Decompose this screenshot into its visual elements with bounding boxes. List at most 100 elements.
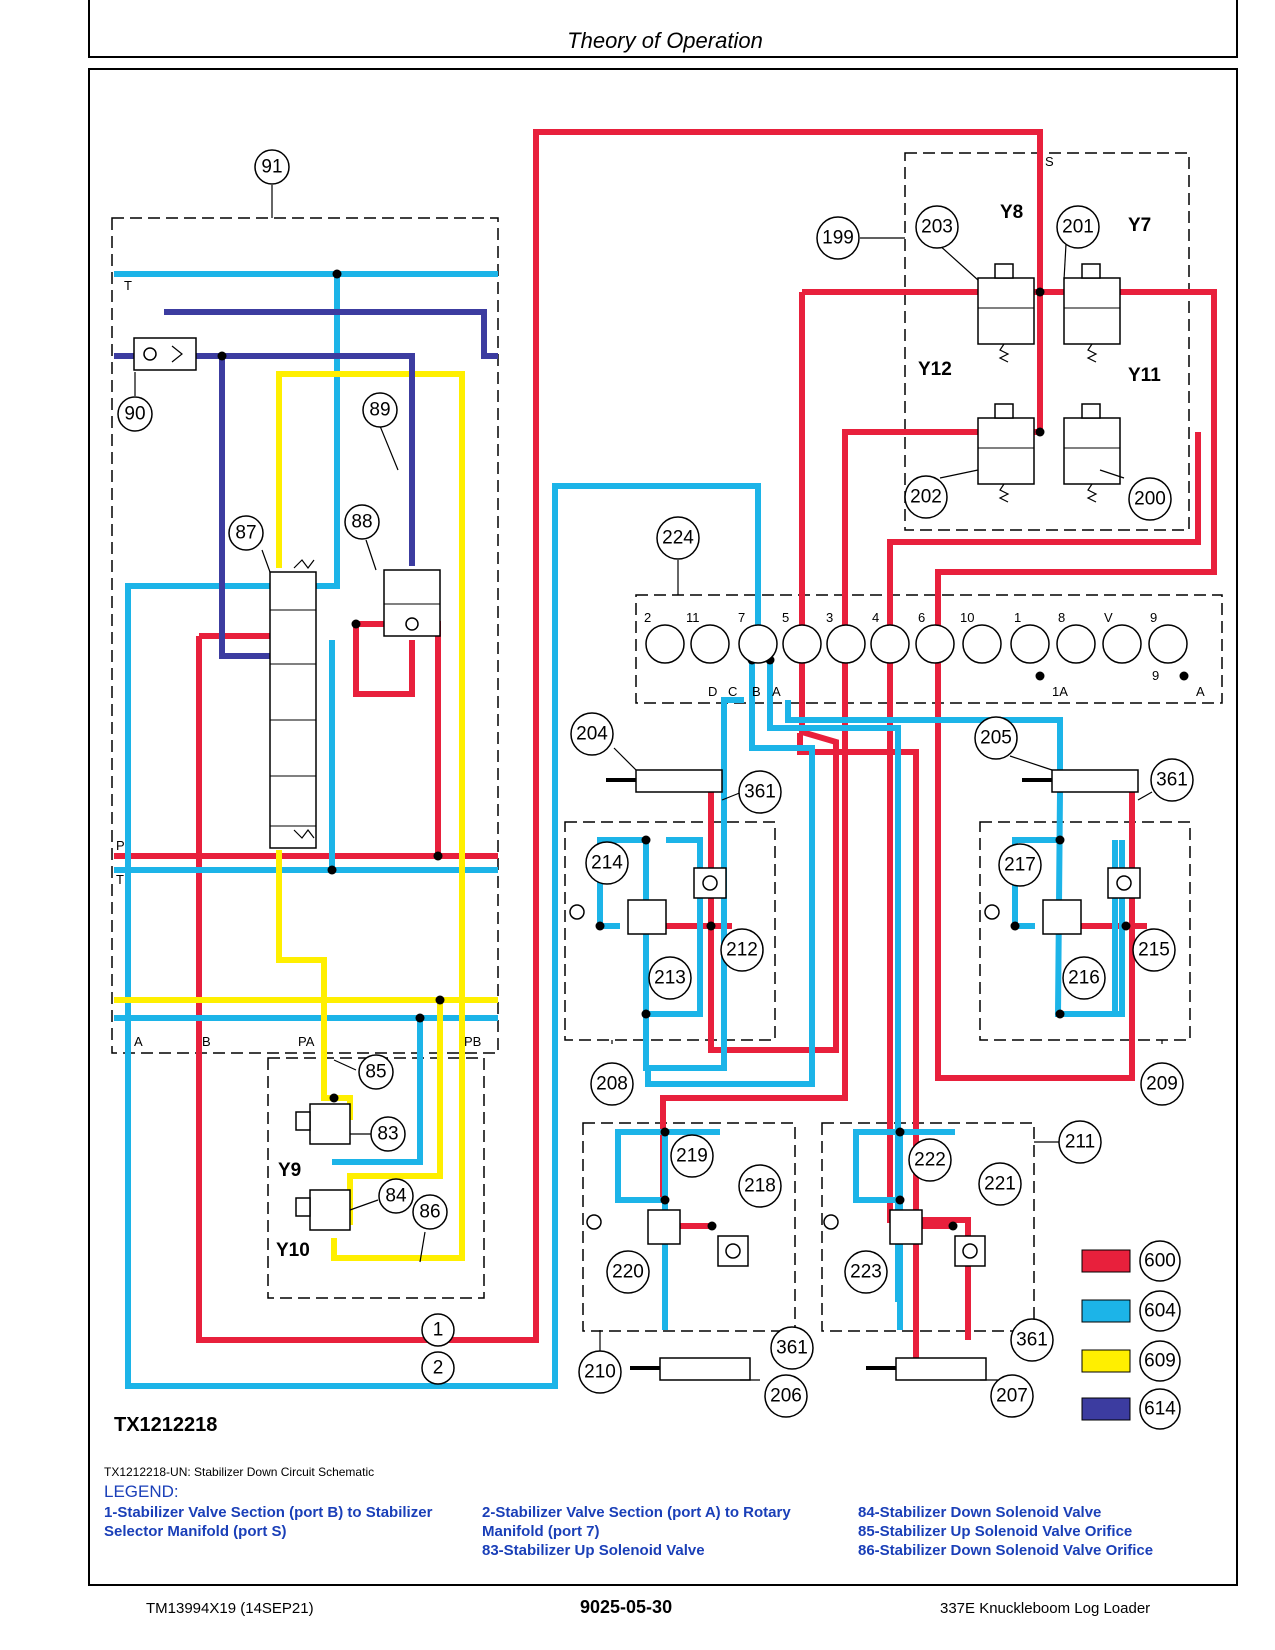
- legend-item: 85-Stabilizer Up Solenoid Valve Orifice: [858, 1523, 1133, 1540]
- callout-212: 212: [720, 928, 764, 972]
- callout-202: 202: [904, 475, 948, 519]
- svg-text:84: 84: [385, 1186, 407, 1207]
- svg-text:T: T: [116, 872, 124, 887]
- svg-text:203: 203: [921, 217, 953, 238]
- svg-text:88: 88: [351, 512, 372, 533]
- svg-text:4: 4: [872, 610, 879, 625]
- callout-91: 91: [254, 149, 290, 185]
- svg-text:9: 9: [1152, 668, 1159, 683]
- svg-text:Y11: Y11: [1128, 365, 1161, 386]
- svg-text:207: 207: [996, 1386, 1028, 1407]
- svg-text:V: V: [1104, 610, 1113, 625]
- svg-text:PA: PA: [298, 1034, 315, 1049]
- svg-text:Y8: Y8: [1000, 202, 1023, 223]
- callout-361d: 361: [1010, 1318, 1054, 1362]
- svg-text:614: 614: [1144, 1399, 1176, 1420]
- callout-90: 90: [117, 396, 153, 432]
- svg-text:216: 216: [1068, 968, 1100, 989]
- svg-text:90: 90: [124, 404, 145, 425]
- svg-text:219: 219: [676, 1146, 708, 1167]
- legend-heading: LEGEND:: [104, 1482, 179, 1501]
- svg-text:223: 223: [850, 1262, 882, 1283]
- svg-text:A: A: [772, 684, 781, 699]
- svg-text:215: 215: [1138, 940, 1170, 961]
- stabilizer-block-210: [582, 1122, 796, 1332]
- svg-text:A: A: [134, 1034, 143, 1049]
- purple-drain-lines: [114, 309, 498, 659]
- svg-text:3: 3: [826, 610, 833, 625]
- svg-text:83: 83: [377, 1124, 398, 1145]
- figure-caption: TX1212218-UN: Stabilizer Down Circuit Sc…: [104, 1465, 375, 1479]
- red-pressure-lines: [114, 129, 1217, 1358]
- svg-text:199: 199: [822, 228, 854, 249]
- rotary-manifold-enclosure: [635, 594, 1223, 704]
- svg-text:Y9: Y9: [278, 1160, 301, 1181]
- callout-209: 209: [1140, 1062, 1184, 1106]
- color-legend: 600 604 609 614: [1081, 1240, 1181, 1430]
- footer-product: 337E Knuckleboom Log Loader: [940, 1600, 1151, 1617]
- callout-207: 207: [990, 1374, 1034, 1418]
- svg-text:205: 205: [980, 728, 1012, 749]
- callout-214: 214: [585, 841, 629, 885]
- callout-220: 220: [606, 1250, 650, 1294]
- callout-213: 213: [648, 956, 692, 1000]
- svg-text:85: 85: [365, 1062, 386, 1083]
- callout-222: 222: [908, 1138, 952, 1182]
- callout-224: 224: [656, 516, 700, 560]
- svg-text:220: 220: [612, 1262, 644, 1283]
- callout-1: 1: [421, 1313, 455, 1347]
- svg-text:200: 200: [1134, 489, 1166, 510]
- svg-text:6: 6: [918, 610, 925, 625]
- leader-lines: [134, 185, 1163, 1381]
- svg-text:210: 210: [584, 1362, 616, 1383]
- svg-text:S: S: [1045, 154, 1054, 169]
- svg-text:D: D: [708, 684, 717, 699]
- svg-text:8: 8: [1058, 610, 1065, 625]
- svg-text:361: 361: [776, 1338, 808, 1359]
- svg-text:206: 206: [770, 1386, 802, 1407]
- svg-text:A: A: [1196, 684, 1205, 699]
- legend-column-3: 84-Stabilizer Down Solenoid Valve 85-Sta…: [858, 1503, 1228, 1560]
- svg-text:T: T: [124, 278, 132, 293]
- diagram-frame: [88, 68, 1238, 1586]
- svg-text:221: 221: [984, 1174, 1016, 1195]
- swatch-609: [1081, 1349, 1131, 1373]
- callout-216: 216: [1062, 956, 1106, 1000]
- manifold-port-labels: 2 11 7 5 3 4 6 10 1 8 V 9 D C B A 1A 9 A: [644, 610, 1205, 699]
- svg-text:204: 204: [576, 724, 608, 745]
- callout-2: 2: [421, 1351, 455, 1385]
- svg-text:361: 361: [1156, 770, 1188, 791]
- svg-text:218: 218: [744, 1176, 776, 1197]
- svg-text:600: 600: [1144, 1251, 1176, 1272]
- header-frame: Theory of Operation: [88, 0, 1238, 58]
- callout-204: 204: [570, 712, 614, 756]
- callout-203: 203: [915, 205, 959, 249]
- callout-88: 88: [344, 504, 380, 540]
- svg-text:Y10: Y10: [276, 1240, 310, 1261]
- svg-text:B: B: [752, 684, 761, 699]
- callout-84: 84: [378, 1178, 414, 1214]
- stabilizer-block-211: [821, 1122, 1035, 1332]
- svg-text:B: B: [202, 1034, 211, 1049]
- stabilizer-block-209: [979, 821, 1191, 1041]
- svg-text:PB: PB: [464, 1034, 481, 1049]
- svg-text:89: 89: [369, 400, 390, 421]
- svg-text:1A: 1A: [1052, 684, 1068, 699]
- svg-text:213: 213: [654, 968, 686, 989]
- callout-210: 210: [578, 1350, 622, 1394]
- svg-text:222: 222: [914, 1150, 946, 1171]
- svg-text:202: 202: [910, 487, 942, 508]
- legend-item: 2-Stabilizer Valve Section (port A) to R…: [482, 1504, 791, 1540]
- svg-text:609: 609: [1144, 1351, 1176, 1372]
- svg-text:Y7: Y7: [1128, 215, 1151, 236]
- svg-text:217: 217: [1004, 855, 1036, 876]
- callout-87: 87: [228, 515, 264, 551]
- svg-text:201: 201: [1062, 217, 1094, 238]
- svg-text:2: 2: [644, 610, 651, 625]
- callout-221: 221: [978, 1162, 1022, 1206]
- callout-218: 218: [738, 1164, 782, 1208]
- svg-text:10: 10: [960, 610, 974, 625]
- svg-text:Y12: Y12: [918, 359, 952, 380]
- svg-text:11: 11: [686, 610, 700, 625]
